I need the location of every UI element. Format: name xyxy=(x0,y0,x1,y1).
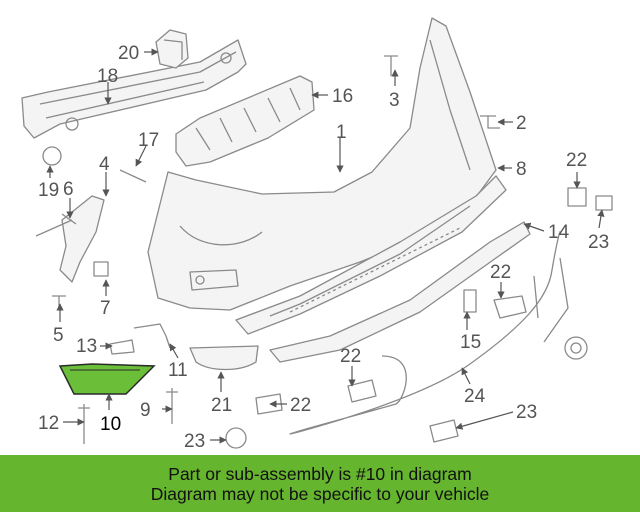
lower-valance-part xyxy=(235,175,507,335)
callout-9: 9 xyxy=(140,400,151,421)
callout-6: 6 xyxy=(63,179,74,200)
callout-8: 8 xyxy=(516,159,527,180)
callout-20: 20 xyxy=(118,43,139,64)
callout-18: 18 xyxy=(97,66,118,87)
callout-labels: 1 2 3 4 5 6 7 8 9 10 11 12 13 14 15 16 1… xyxy=(38,43,609,452)
callout-12: 12 xyxy=(38,413,59,434)
callout-23-bottom-right: 23 xyxy=(516,402,537,423)
fastener-parts xyxy=(35,55,613,449)
callout-17: 17 xyxy=(138,130,159,151)
callout-5: 5 xyxy=(53,325,64,346)
lower-trim-part xyxy=(269,221,531,363)
wiring-harness-part xyxy=(289,231,569,435)
callout-16: 16 xyxy=(332,86,353,107)
reinforcement-beam-part xyxy=(21,39,247,139)
callout-14: 14 xyxy=(548,222,570,243)
callout-1: 1 xyxy=(336,122,347,143)
banner-line-part-reference: Part or sub-assembly is #10 in diagram xyxy=(168,463,472,484)
callout-4: 4 xyxy=(99,154,110,175)
beam-bracket-part xyxy=(155,29,189,69)
info-banner: Part or sub-assembly is #10 in diagram D… xyxy=(0,455,640,512)
callout-7: 7 xyxy=(100,298,111,319)
callout-22-right: 22 xyxy=(490,262,511,283)
parts-diagram: 1 2 3 4 5 6 7 8 9 10 11 12 13 14 15 16 1… xyxy=(21,17,613,452)
callout-22-top-right: 22 xyxy=(566,150,587,171)
callout-2: 2 xyxy=(516,113,527,134)
reflector-part xyxy=(189,345,259,371)
highlighted-part-10 xyxy=(58,363,156,395)
side-bracket-part xyxy=(59,195,105,283)
callout-22-center: 22 xyxy=(340,346,361,367)
callout-19: 19 xyxy=(38,180,59,201)
callout-13: 13 xyxy=(76,336,97,357)
callout-15: 15 xyxy=(460,332,481,353)
energy-absorber-part xyxy=(175,75,315,167)
callout-21: 21 xyxy=(211,395,232,416)
callout-23-bottom-left: 23 xyxy=(184,431,205,452)
callout-23-top-right: 23 xyxy=(588,232,609,253)
callout-11: 11 xyxy=(168,360,188,381)
callout-24: 24 xyxy=(464,386,486,407)
callout-10: 10 xyxy=(100,414,121,435)
callout-22-bottom: 22 xyxy=(290,395,311,416)
banner-line-disclaimer: Diagram may not be specific to your vehi… xyxy=(150,483,490,504)
callout-3: 3 xyxy=(389,90,400,111)
leader-lines xyxy=(46,48,605,444)
